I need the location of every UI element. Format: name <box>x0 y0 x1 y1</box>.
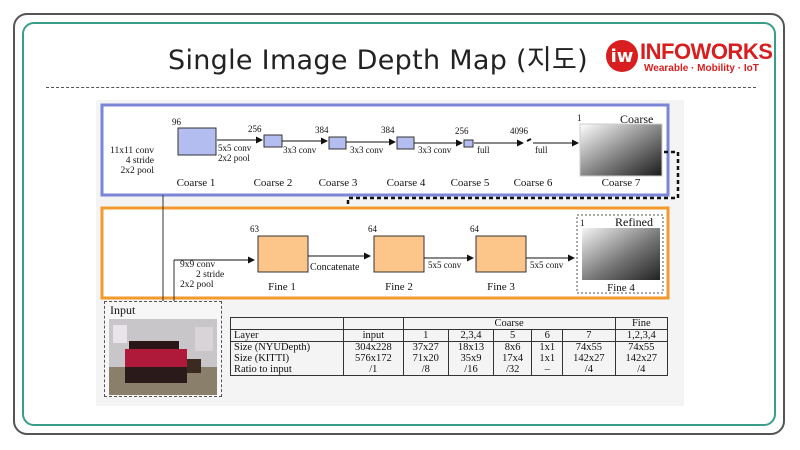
fine-input-note-3: 2x2 pool <box>180 280 214 290</box>
fine-2-channels: 64 <box>368 224 378 234</box>
title-divider <box>46 87 756 88</box>
coarse-op-1: 5x5 conv <box>218 143 252 153</box>
fine-3-block <box>475 235 527 273</box>
fine-1-block <box>257 235 309 273</box>
coarse-2-block <box>263 134 283 148</box>
fine-3-label: Fine 3 <box>487 281 515 293</box>
fine-4-channels: 1 <box>580 218 585 228</box>
coarse-4-channels: 384 <box>381 125 395 135</box>
fine-panel-title: Refined <box>615 215 653 229</box>
table-corner <box>229 317 345 330</box>
outer-frame <box>13 13 785 435</box>
table-row: Size (NYUDepth) 304x228 37x27 18x13 8x6 … <box>229 341 669 353</box>
coarse-op-4: 3x3 conv <box>418 145 452 155</box>
coarse-op-2: 3x3 conv <box>283 145 317 155</box>
coarse-3-label: Coarse 3 <box>319 177 358 189</box>
coarse-6-block <box>526 138 532 142</box>
fine-1-channels: 63 <box>250 224 260 234</box>
coarse-1-channels: 96 <box>172 117 182 127</box>
coarse-1-label: Coarse 1 <box>177 177 216 189</box>
coarse-1-block <box>177 127 217 156</box>
coarse-2-channels: 256 <box>248 124 262 134</box>
coarse-input-note-2: 4 stride <box>126 156 154 166</box>
coarse-op-5: full <box>477 145 490 155</box>
fine-input-note-2: 2 stride <box>196 270 224 280</box>
coarse-2-label: Coarse 2 <box>254 177 293 189</box>
coarse-4-block <box>396 136 415 150</box>
coarse-panel-title: Coarse <box>620 112 653 126</box>
fine-1-label: Fine 1 <box>268 281 296 293</box>
logo-tagline: Wearable · Mobility · IoT <box>644 63 759 74</box>
coarse-6-label: Coarse 6 <box>514 177 553 189</box>
fine-3-channels: 64 <box>470 224 480 234</box>
fine-4-label: Fine 4 <box>607 282 635 294</box>
table-row: Ratio to input /1 /8 /16 /32 – /4 /4 <box>229 364 669 376</box>
input-image-box: Input <box>104 301 222 397</box>
fine-4-frame <box>576 214 664 294</box>
logo-name: INFOWORKS <box>640 39 773 64</box>
fine-op-concat: Concatenate <box>310 262 360 273</box>
coarse-4-label: Coarse 4 <box>387 177 426 189</box>
slide-title: Single Image Depth Map (지도) <box>168 45 588 76</box>
coarse-6-channels: 4096 <box>510 126 529 136</box>
coarse-7-channels: 1 <box>577 113 582 123</box>
coarse-to-fine-link <box>346 150 680 259</box>
coarse-3-block <box>328 136 347 150</box>
slide-frame <box>22 22 776 426</box>
fine-4-depth-map <box>582 228 660 280</box>
fine-2-block <box>373 235 425 273</box>
table-header-row: Layer input 1 2,3,4 5 6 7 1,2,3,4 <box>229 329 669 342</box>
fine-2-label: Fine 2 <box>385 281 413 293</box>
coarse-5-channels: 256 <box>455 126 469 136</box>
table-group-fine: Fine <box>614 317 669 330</box>
coarse-op-1b: 2x2 pool <box>218 153 250 163</box>
coarse-3-channels: 384 <box>315 125 329 135</box>
fine-op-3: 5x5 conv <box>530 260 564 270</box>
table-row: Size (KITTI) 576x172 71x20 35x9 17x4 1x1… <box>229 353 669 364</box>
coarse-input-note-1: 11x11 conv <box>110 146 154 156</box>
input-label: Input <box>110 303 136 317</box>
coarse-7-label: Coarse 7 <box>602 177 641 189</box>
layer-size-table: Coarse Fine Layer input 1 2,3,4 5 6 7 1,… <box>229 317 669 376</box>
coarse-5-label: Coarse 5 <box>451 177 490 189</box>
logo-mark-icon: iw <box>606 40 638 72</box>
coarse-op-6: full <box>535 145 548 155</box>
coarse-7-depth-map <box>579 123 663 177</box>
bedroom-photo <box>109 319 217 395</box>
table-group-coarse: Coarse <box>402 317 616 330</box>
fine-op-2: 5x5 conv <box>428 260 462 270</box>
fine-input-note-1: 9x9 conv <box>180 260 215 270</box>
coarse-op-3: 3x3 conv <box>350 145 384 155</box>
coarse-input-note-3: 2x2 pool <box>120 166 154 176</box>
infoworks-logo: iw INFOWORKS Wearable · Mobility · IoT <box>604 38 773 78</box>
coarse-5-block <box>463 139 474 148</box>
